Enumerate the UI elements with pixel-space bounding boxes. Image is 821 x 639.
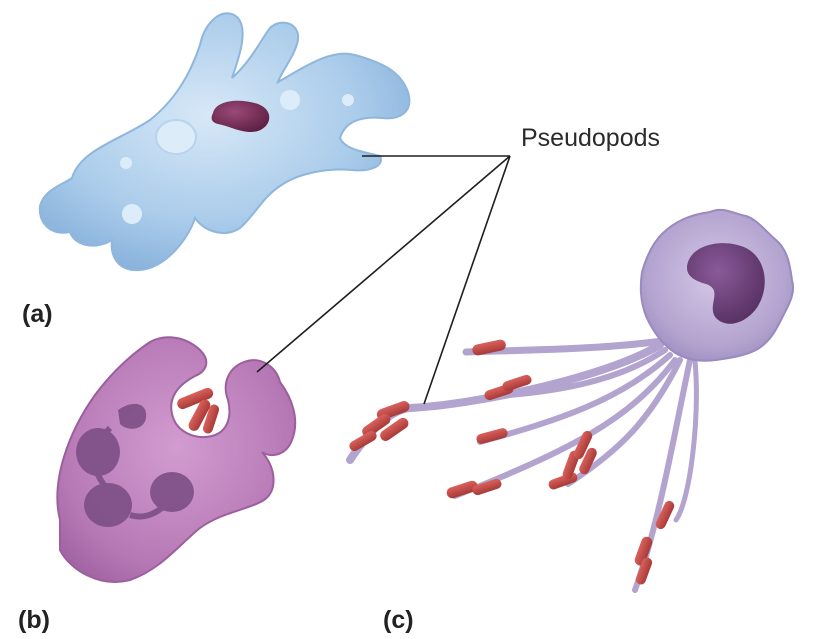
amoeba-vacuole	[342, 94, 354, 106]
macrophage-nucleus	[686, 243, 765, 324]
amoeba-vacuole	[122, 204, 142, 224]
macrophage-figure	[346, 208, 794, 593]
pseudopods-callout-label: Pseudopods	[521, 124, 661, 152]
amoeba-nucleus	[211, 100, 270, 133]
leader-line-macrophage	[423, 155, 511, 405]
white-blood-cell-figure	[56, 336, 297, 583]
amoeba-body	[38, 12, 411, 272]
leader-line-white-blood-cell	[256, 155, 511, 373]
callout-leader-lines	[256, 155, 511, 405]
white-blood-cell-nucleus	[76, 403, 194, 527]
amoeba-vacuole-large	[155, 119, 197, 155]
panel-label-a: (a)	[22, 300, 53, 328]
amoeba-vacuole	[120, 157, 132, 169]
bacteria-cluster	[349, 339, 675, 585]
panel-label-b: (b)	[18, 606, 50, 634]
panel-label-c: (c)	[383, 606, 414, 634]
amoeba-figure	[38, 12, 411, 272]
amoeba-vacuole	[280, 90, 300, 110]
engulfed-bacteria	[177, 387, 220, 434]
